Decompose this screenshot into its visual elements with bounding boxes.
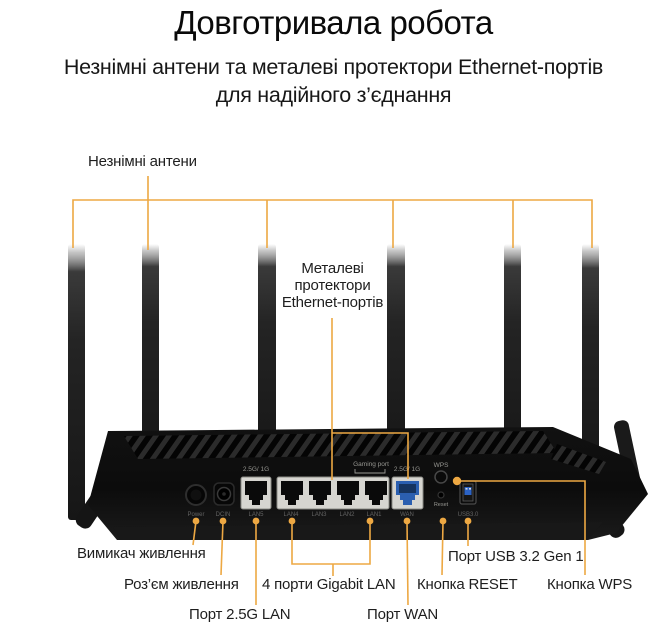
gaming-port-bracket [354, 469, 386, 474]
chassis-label-lan5: LAN5 [248, 512, 264, 518]
router-top-vents-right [551, 444, 606, 474]
antenna-4 [387, 244, 405, 469]
antenna-callout-line [72, 176, 593, 250]
wps-button [434, 470, 448, 484]
callout-protectors-line3: Ethernet-портів [281, 294, 384, 311]
power-button [185, 484, 207, 506]
chassis-label-wan: WAN [400, 512, 414, 518]
chassis-label-lan1: LAN1 [366, 512, 382, 518]
gigabit-bracket [291, 521, 371, 576]
chassis-label-dcin: DCIN [216, 512, 231, 518]
silkscreen-2-5g-wan: 2.5G/ 1G [394, 466, 420, 473]
chassis-label-usb: USB3.0 [458, 512, 479, 518]
antenna-1 [68, 244, 85, 520]
callout-usb: Порт USB 3.2 Gen 1 [448, 548, 584, 565]
wps-line [457, 480, 586, 575]
callout-power-jack: Роз’єм живлення [124, 576, 239, 593]
page-subtitle-line2: для надійного з’єднання [215, 83, 452, 107]
chassis-label-lan3: LAN3 [311, 512, 327, 518]
callout-protectors: Металеві протектори Ethernet-портів [255, 260, 410, 311]
wan-port [391, 476, 424, 510]
callout-wan: Порт WAN [367, 606, 439, 623]
callout-lan25: Порт 2.5G LAN [189, 606, 291, 623]
callout-protectors-line2: протектори [294, 277, 371, 294]
silkscreen-2-5g-lan: 2.5G/ 1G [243, 466, 269, 473]
page-subtitle-line1: Незнімні антени та металеві протектори E… [63, 55, 604, 79]
lan-2-5g-port [240, 476, 272, 510]
router-top-vents [124, 431, 557, 459]
chassis-label-lan2: LAN2 [339, 512, 355, 518]
power-jack-line [220, 520, 224, 576]
reset-hole [437, 491, 445, 499]
router-bottom-lip [113, 522, 603, 540]
wan-line [406, 520, 409, 606]
page-title: Довготривала робота [174, 4, 493, 41]
callout-lines [72, 176, 593, 606]
antenna-2 [142, 244, 159, 469]
silkscreen-reset: Reset [434, 502, 449, 508]
chassis-label-power: Power [187, 512, 204, 518]
antenna-3 [258, 244, 276, 469]
callout-wps: Кнопка WPS [547, 576, 633, 593]
gigabit-lan-ports [276, 476, 390, 510]
silkscreen-gaming-port: Gaming port [353, 461, 389, 468]
callout-gigabit-lan: 4 порти Gigabit LAN [262, 576, 396, 593]
callout-antennas: Незнімні антени [88, 153, 197, 170]
antenna-5 [504, 244, 521, 469]
callout-protectors-line1: Металеві [301, 260, 364, 277]
antenna-6 [582, 244, 599, 484]
callout-reset: Кнопка RESET [417, 576, 518, 593]
silkscreen-wps: WPS [434, 462, 449, 469]
antenna-group [68, 244, 599, 520]
chassis-label-lan4: LAN4 [283, 512, 299, 518]
callout-dots [192, 476, 472, 525]
protectors-callout-line [331, 318, 409, 480]
reset-line [441, 520, 444, 576]
router-body: 2.5G/ 1G Gaming port 2.5G/ 1G WPS Reset … [88, 427, 648, 540]
dc-in-jack [213, 482, 235, 506]
callout-power-switch: Вимикач живлення [77, 545, 206, 562]
power-switch-line [192, 520, 197, 546]
usb-port [459, 480, 477, 505]
